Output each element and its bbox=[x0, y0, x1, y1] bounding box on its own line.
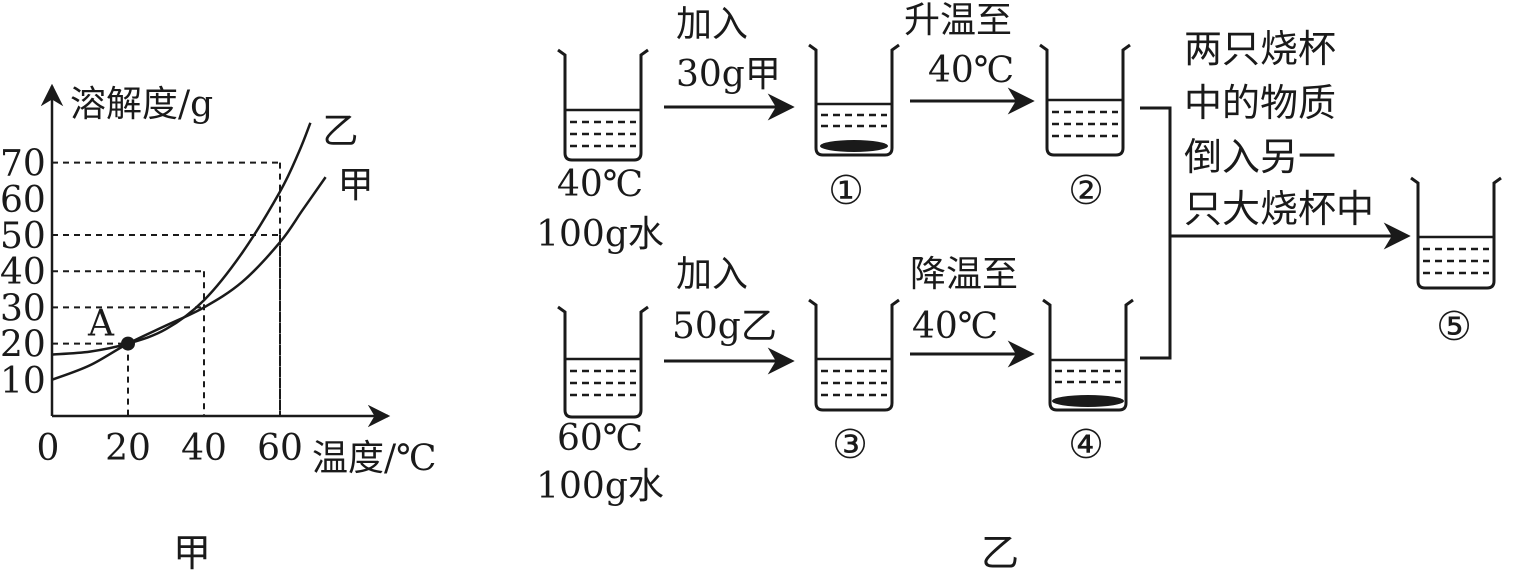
y-tick-50: 50 bbox=[0, 216, 46, 257]
arrow-heat-line1: 升温至 bbox=[904, 0, 1012, 41]
beaker-1 bbox=[807, 43, 901, 157]
x-tick-20: 20 bbox=[105, 428, 151, 469]
beaker-3 bbox=[807, 298, 901, 412]
arrow-add-top-line1: 加入 bbox=[676, 4, 748, 45]
start-bottom-amount: 100g水 bbox=[536, 466, 664, 507]
point-a-label: A bbox=[87, 304, 115, 345]
y-tick-70: 70 bbox=[0, 144, 46, 185]
arrow-heat-line2: 40℃ bbox=[928, 50, 1014, 91]
y-tick-40: 40 bbox=[0, 252, 46, 293]
merge-connector bbox=[1140, 106, 1172, 360]
y-axis-label: 溶解度/g bbox=[70, 84, 213, 125]
merge-note-line3: 倒入另一 bbox=[1184, 135, 1336, 179]
y-tick-10: 10 bbox=[0, 361, 46, 402]
x-tick-labels: 0 20 40 60 bbox=[37, 428, 303, 469]
precipitate-4 bbox=[1052, 395, 1124, 407]
curves bbox=[51, 122, 327, 381]
arrow-add-bottom-line1: 加入 bbox=[676, 254, 748, 295]
caption-left: 甲 bbox=[173, 531, 211, 575]
y-tick-30: 30 bbox=[0, 288, 46, 329]
arrow-add-bottom-line2: 50g乙 bbox=[672, 306, 777, 347]
beaker-start-bottom bbox=[556, 305, 650, 419]
y-tick-60: 60 bbox=[0, 180, 46, 221]
y-tick-20: 20 bbox=[0, 325, 46, 366]
merge-note-line1: 两只烧杯 bbox=[1184, 27, 1336, 71]
beaker-2 bbox=[1038, 43, 1132, 157]
arrow-cool-line2: 40℃ bbox=[912, 306, 998, 347]
point-a-marker bbox=[121, 336, 135, 351]
guide-lines bbox=[52, 161, 281, 416]
precipitate-1 bbox=[820, 140, 888, 152]
series-line-0 bbox=[51, 122, 312, 356]
arrow-add-top-line2: 30g甲 bbox=[676, 54, 781, 95]
start-top-temp: 40℃ bbox=[557, 164, 643, 205]
caption-right: 乙 bbox=[981, 531, 1019, 575]
beaker-3-label: ③ bbox=[832, 422, 868, 468]
x-axis-label: 温度/℃ bbox=[312, 438, 436, 479]
experiment-diagram: 40℃ 100g水 加入 30g甲 ① 升温至 40℃ ② bbox=[536, 0, 1503, 507]
beaker-1-label: ① bbox=[828, 168, 864, 214]
merge-note-line2: 中的物质 bbox=[1184, 81, 1336, 125]
series-label-0: 乙 bbox=[322, 111, 358, 152]
x-tick-0: 0 bbox=[37, 428, 60, 469]
beaker-start-top bbox=[556, 48, 650, 162]
beaker-4-label: ④ bbox=[1068, 422, 1104, 468]
beaker-5-label: ⑤ bbox=[1436, 304, 1472, 350]
start-top-amount: 100g水 bbox=[536, 214, 664, 255]
x-tick-40: 40 bbox=[181, 428, 227, 469]
x-tick-60: 60 bbox=[257, 428, 303, 469]
start-bottom-temp: 60℃ bbox=[557, 418, 643, 459]
beaker-5 bbox=[1409, 176, 1503, 290]
merge-note-line4: 只大烧杯中 bbox=[1184, 187, 1374, 231]
beaker-2-label: ② bbox=[1068, 168, 1104, 214]
series-label-1: 甲 bbox=[338, 165, 374, 206]
series-line-1 bbox=[51, 176, 327, 381]
arrow-cool-line1: 降温至 bbox=[910, 254, 1018, 295]
beaker-4 bbox=[1041, 298, 1135, 412]
series-labels: 乙甲 bbox=[322, 111, 373, 206]
